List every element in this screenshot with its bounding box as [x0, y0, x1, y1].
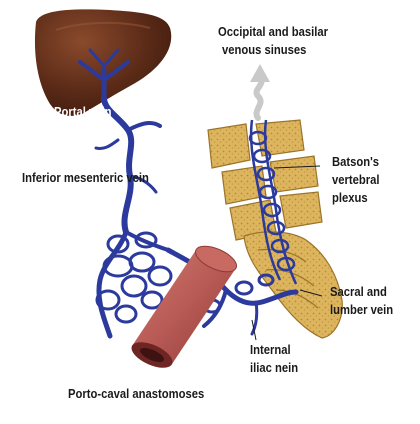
- batson-label-line3: plexus: [332, 190, 368, 206]
- occipital-label-line1: Occipital and basilar: [218, 24, 328, 40]
- sacral-label-line2: lumber vein: [330, 302, 393, 318]
- porto-caval-label: Porto-caval anastomoses: [68, 386, 204, 402]
- inferior-mesenteric-label: Inferior mesenteric vein: [22, 170, 149, 186]
- internal-iliac-label-line1: Internal: [250, 342, 291, 358]
- vertebrae: [208, 120, 342, 338]
- batson-label-line2: vertebral: [332, 172, 380, 188]
- sacral-label-line1: Sacral and: [330, 284, 387, 300]
- internal-iliac-label-line2: iliac nein: [250, 360, 298, 376]
- portal-vein-label: Portal vein: [54, 104, 112, 120]
- occipital-label-line2: venous sinuses: [222, 42, 306, 58]
- upward-arrow-icon: [250, 64, 270, 118]
- batson-label-line1: Batson's: [332, 154, 379, 170]
